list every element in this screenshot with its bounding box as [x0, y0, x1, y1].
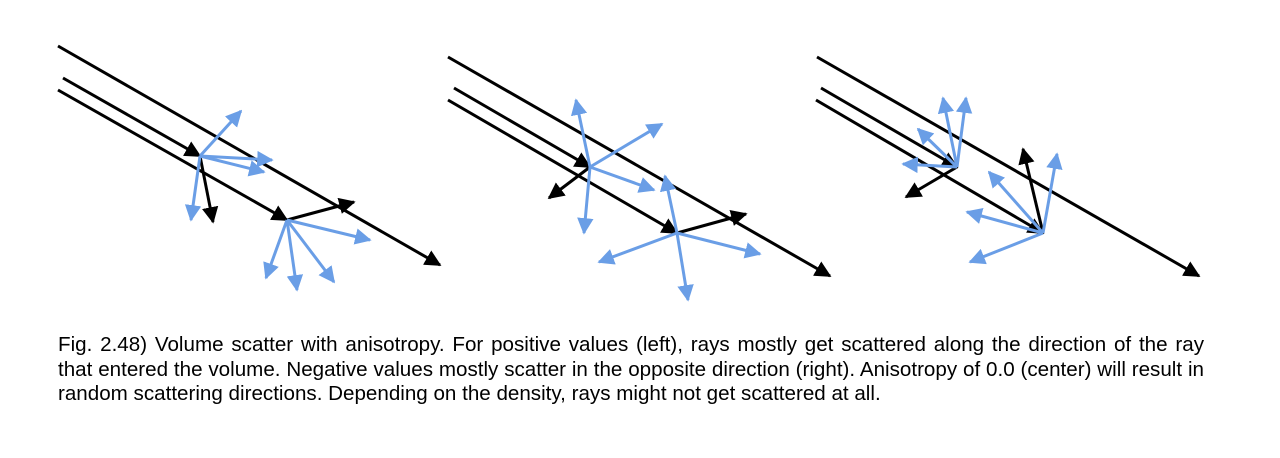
scattered-ray	[904, 165, 958, 199]
scatter-direction	[901, 156, 958, 174]
scatter-direction	[198, 109, 243, 158]
scatter-diagram	[57, 44, 1201, 302]
scattered-ray	[1018, 147, 1045, 234]
scattered-ray	[198, 155, 219, 224]
scatter-direction	[597, 231, 678, 265]
incoming-ray	[816, 55, 1201, 278]
scatter-direction	[589, 122, 664, 169]
scattered-ray	[676, 209, 748, 235]
incoming-ray	[62, 76, 202, 158]
scatter-direction	[184, 155, 202, 222]
scatter-direction	[676, 231, 762, 259]
scatter-direction	[675, 232, 694, 302]
panel-zero-anisotropy	[447, 55, 832, 302]
scatter-direction	[285, 219, 336, 284]
incoming-ray	[453, 86, 592, 169]
scatter-direction	[285, 219, 304, 292]
incoming-ray	[820, 86, 959, 169]
incoming-ray	[57, 88, 289, 222]
scatter-direction	[199, 150, 274, 168]
scatter-direction	[659, 174, 679, 234]
scatter-direction	[937, 96, 959, 168]
figure-caption: Fig. 2.48) Volume scatter with anisotrop…	[58, 333, 1204, 405]
scatter-direction	[968, 231, 1044, 265]
incoming-ray	[447, 55, 832, 278]
scatter-direction	[589, 165, 656, 193]
scatter-direction	[570, 98, 592, 168]
scatter-direction	[965, 208, 1044, 235]
scatter-direction	[286, 218, 372, 245]
panel-positive-anisotropy	[57, 44, 442, 292]
incoming-ray	[57, 44, 442, 267]
scatter-direction	[577, 166, 594, 235]
incoming-ray	[447, 98, 679, 235]
scatter-direction	[1041, 152, 1063, 234]
scatter-direction	[987, 170, 1045, 234]
scatter-direction	[263, 219, 289, 280]
scatter-direction	[955, 96, 973, 168]
panel-negative-anisotropy	[815, 55, 1201, 278]
scatter-direction	[199, 154, 266, 177]
scattered-ray	[547, 165, 591, 200]
scattered-ray	[286, 197, 356, 222]
scatter-direction	[916, 127, 959, 169]
